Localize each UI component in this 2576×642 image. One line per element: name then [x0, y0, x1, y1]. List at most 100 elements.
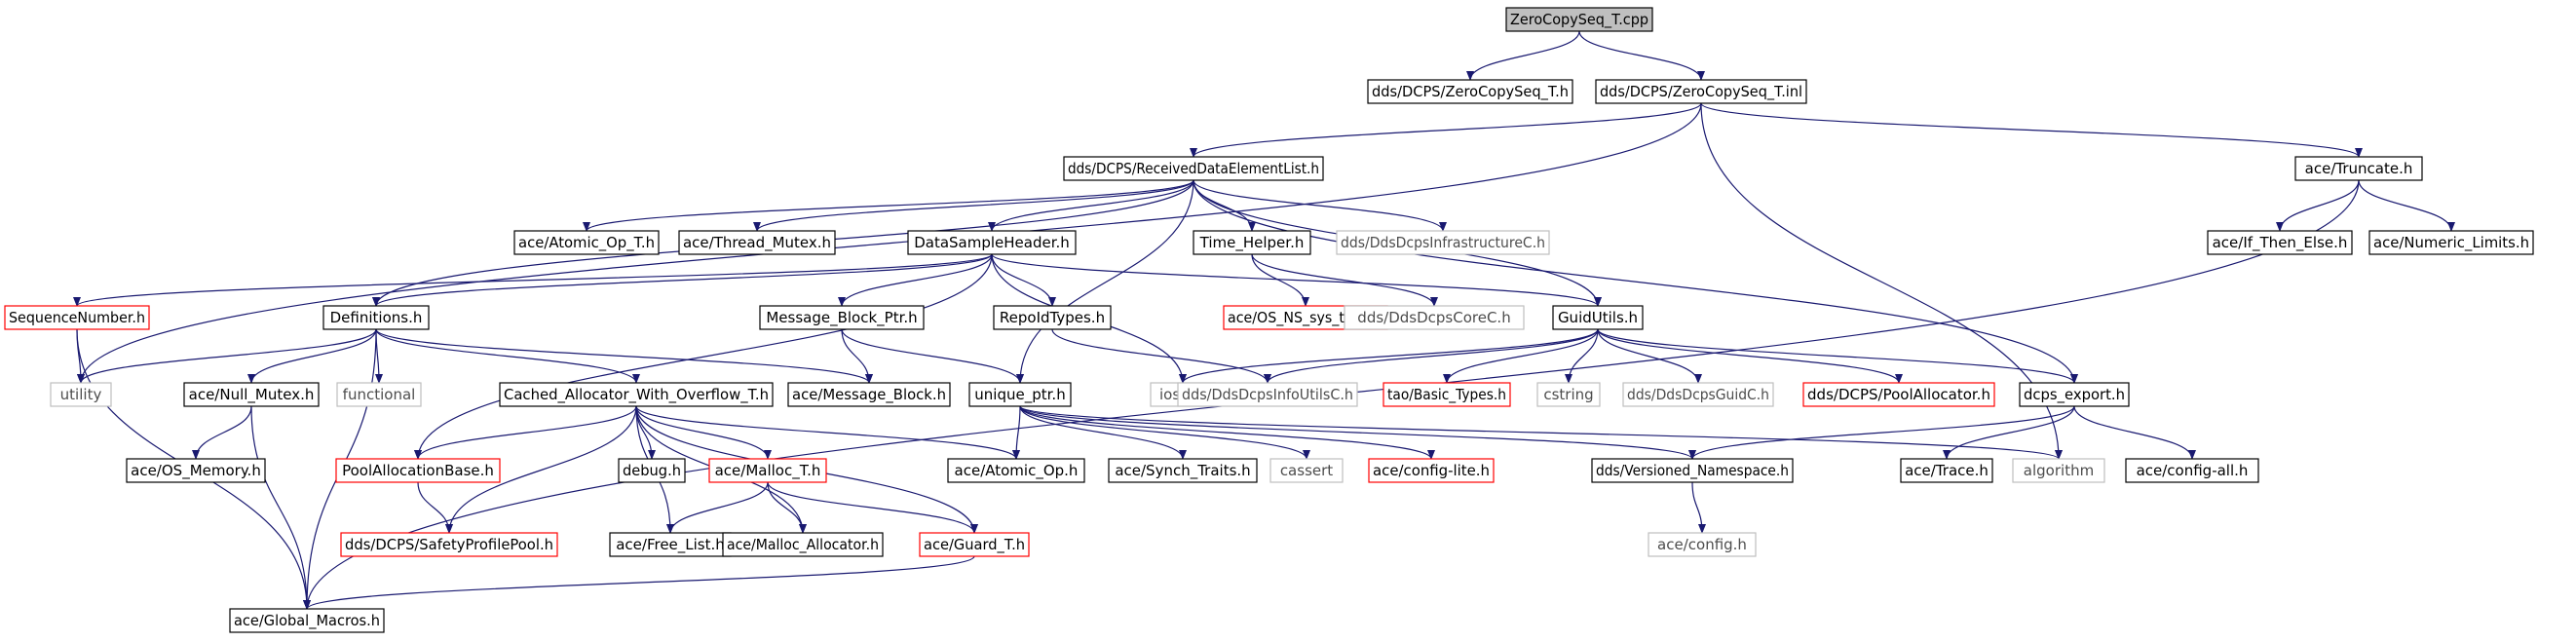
node-atomic_op[interactable]: ace/Atomic_Op.h — [947, 458, 1085, 483]
node-box-guidutils[interactable] — [1552, 305, 1644, 330]
node-box-free_list[interactable] — [609, 532, 732, 557]
node-corec[interactable]: dds/DdsDcpsCoreC.h — [1344, 305, 1525, 330]
node-rdel[interactable]: dds/DCPS/ReceivedDataElementList.h — [1063, 156, 1324, 181]
node-box-infra[interactable] — [1336, 230, 1550, 255]
node-cawo[interactable]: Cached_Allocator_With_Overflow_T.h — [499, 382, 774, 407]
node-box-message_block[interactable] — [787, 382, 951, 407]
node-truncate[interactable]: ace/Truncate.h — [2294, 156, 2423, 181]
node-box-seqnum[interactable] — [4, 305, 150, 330]
node-infra[interactable]: dds/DdsDcpsInfrastructureC.h — [1336, 230, 1550, 255]
node-global_macros[interactable]: ace/Global_Macros.h — [229, 608, 385, 633]
node-box-dcps_export[interactable] — [2019, 382, 2130, 407]
node-infoutils[interactable]: dds/DdsDcpsInfoUtilsC.h — [1177, 382, 1358, 407]
node-box-unique_ptr[interactable] — [968, 382, 1072, 407]
node-dcps_export[interactable]: dcps_export.h — [2019, 382, 2130, 407]
node-time_helper[interactable]: Time_Helper.h — [1193, 230, 1311, 255]
node-box-numeric_limits[interactable] — [2368, 230, 2534, 255]
node-message_block[interactable]: ace/Message_Block.h — [787, 382, 951, 407]
node-box-safety_pool[interactable] — [340, 532, 558, 557]
node-config_all[interactable]: ace/config-all.h — [2125, 458, 2259, 483]
node-box-repoid[interactable] — [993, 305, 1112, 330]
node-malloc_t[interactable]: ace/Malloc_T.h — [708, 458, 827, 483]
node-debug[interactable]: debug.h — [618, 458, 686, 483]
node-box-zcs_h[interactable] — [1367, 79, 1573, 104]
node-config_h[interactable]: ace/config.h — [1648, 532, 1757, 557]
node-trace[interactable]: ace/Trace.h — [1900, 458, 1993, 483]
node-box-poolalloc[interactable] — [1802, 382, 1995, 407]
node-box-basic_types[interactable] — [1383, 382, 1511, 407]
edge-rdel-to-unique_ptr — [1016, 179, 1194, 384]
node-seqnum[interactable]: SequenceNumber.h — [4, 305, 150, 330]
node-box-rdel[interactable] — [1063, 156, 1324, 181]
node-mbp[interactable]: Message_Block_Ptr.h — [759, 305, 925, 330]
node-label-versioned_ns: dds/Versioned_Namespace.h — [1596, 462, 1789, 480]
node-atomic_op_t[interactable]: ace/Atomic_Op_T.h — [513, 230, 660, 255]
node-box-if_then_else[interactable] — [2207, 230, 2353, 255]
node-box-infoutils[interactable] — [1177, 382, 1358, 407]
node-algorithm[interactable]: algorithm — [2012, 458, 2105, 483]
node-box-cstring[interactable] — [1536, 382, 1601, 407]
node-label-config_all: ace/config-all.h — [2137, 462, 2249, 479]
node-box-zcs_inl[interactable] — [1595, 79, 1807, 104]
node-box-guard_t[interactable] — [919, 532, 1030, 557]
node-repoid[interactable]: RepoIdTypes.h — [993, 305, 1112, 330]
node-if_then_else[interactable]: ace/If_Then_Else.h — [2207, 230, 2353, 255]
node-box-mbp[interactable] — [759, 305, 925, 330]
node-box-time_helper[interactable] — [1193, 230, 1311, 255]
node-zcs_h[interactable]: dds/DCPS/ZeroCopySeq_T.h — [1367, 79, 1573, 104]
node-box-pool_alloc_base[interactable] — [335, 458, 501, 483]
node-box-debug[interactable] — [618, 458, 686, 483]
node-guard_t[interactable]: ace/Guard_T.h — [919, 532, 1030, 557]
node-box-malloc_t[interactable] — [708, 458, 827, 483]
node-basic_types[interactable]: tao/Basic_Types.h — [1383, 382, 1511, 407]
node-cassert[interactable]: cassert — [1269, 458, 1344, 483]
node-box-zcs_cpp[interactable] — [1505, 7, 1653, 32]
node-box-config_lite[interactable] — [1368, 458, 1495, 483]
node-box-truncate[interactable] — [2294, 156, 2423, 181]
node-unique_ptr[interactable]: unique_ptr.h — [968, 382, 1072, 407]
node-box-null_mutex[interactable] — [183, 382, 320, 407]
node-os_memory[interactable]: ace/OS_Memory.h — [126, 458, 266, 483]
node-config_lite[interactable]: ace/config-lite.h — [1368, 458, 1495, 483]
node-box-config_all[interactable] — [2125, 458, 2259, 483]
node-box-cawo[interactable] — [499, 382, 774, 407]
node-box-functional[interactable] — [336, 382, 422, 407]
node-guidutils[interactable]: GuidUtils.h — [1552, 305, 1644, 330]
node-versioned_ns[interactable]: dds/Versioned_Namespace.h — [1591, 458, 1794, 483]
node-null_mutex[interactable]: ace/Null_Mutex.h — [183, 382, 320, 407]
node-definitions[interactable]: Definitions.h — [322, 305, 430, 330]
node-box-definitions[interactable] — [322, 305, 430, 330]
node-thread_mutex[interactable]: ace/Thread_Mutex.h — [678, 230, 836, 255]
node-zcs_cpp[interactable]: ZeroCopySeq_T.cpp — [1505, 7, 1653, 32]
node-safety_pool[interactable]: dds/DCPS/SafetyProfilePool.h — [340, 532, 558, 557]
node-free_list[interactable]: ace/Free_List.h — [609, 532, 732, 557]
node-box-thread_mutex[interactable] — [678, 230, 836, 255]
node-poolalloc[interactable]: dds/DCPS/PoolAllocator.h — [1802, 382, 1995, 407]
node-box-dsh[interactable] — [907, 230, 1077, 255]
node-functional[interactable]: functional — [336, 382, 422, 407]
node-box-atomic_op_t[interactable] — [513, 230, 660, 255]
node-box-config_h[interactable] — [1648, 532, 1757, 557]
node-box-versioned_ns[interactable] — [1591, 458, 1794, 483]
node-malloc_allocator[interactable]: ace/Malloc_Allocator.h — [722, 532, 884, 557]
node-box-guidc[interactable] — [1622, 382, 1774, 407]
node-box-global_macros[interactable] — [229, 608, 385, 633]
node-dsh[interactable]: DataSampleHeader.h — [907, 230, 1077, 255]
node-box-utility[interactable] — [50, 382, 112, 407]
node-box-algorithm[interactable] — [2012, 458, 2105, 483]
node-pool_alloc_base[interactable]: PoolAllocationBase.h — [335, 458, 501, 483]
node-box-atomic_op[interactable] — [947, 458, 1085, 483]
node-zcs_inl[interactable]: dds/DCPS/ZeroCopySeq_T.inl — [1595, 79, 1807, 104]
node-box-cassert[interactable] — [1269, 458, 1344, 483]
node-synch_traits[interactable]: ace/Synch_Traits.h — [1108, 458, 1258, 483]
node-box-synch_traits[interactable] — [1108, 458, 1258, 483]
node-box-malloc_allocator[interactable] — [722, 532, 884, 557]
node-utility[interactable]: utility — [50, 382, 112, 407]
node-guidc[interactable]: dds/DdsDcpsGuidC.h — [1622, 382, 1774, 407]
node-box-trace[interactable] — [1900, 458, 1993, 483]
node-cstring[interactable]: cstring — [1536, 382, 1601, 407]
node-label-global_macros: ace/Global_Macros.h — [234, 612, 380, 630]
node-box-os_memory[interactable] — [126, 458, 266, 483]
node-box-corec[interactable] — [1344, 305, 1525, 330]
node-numeric_limits[interactable]: ace/Numeric_Limits.h — [2368, 230, 2534, 255]
